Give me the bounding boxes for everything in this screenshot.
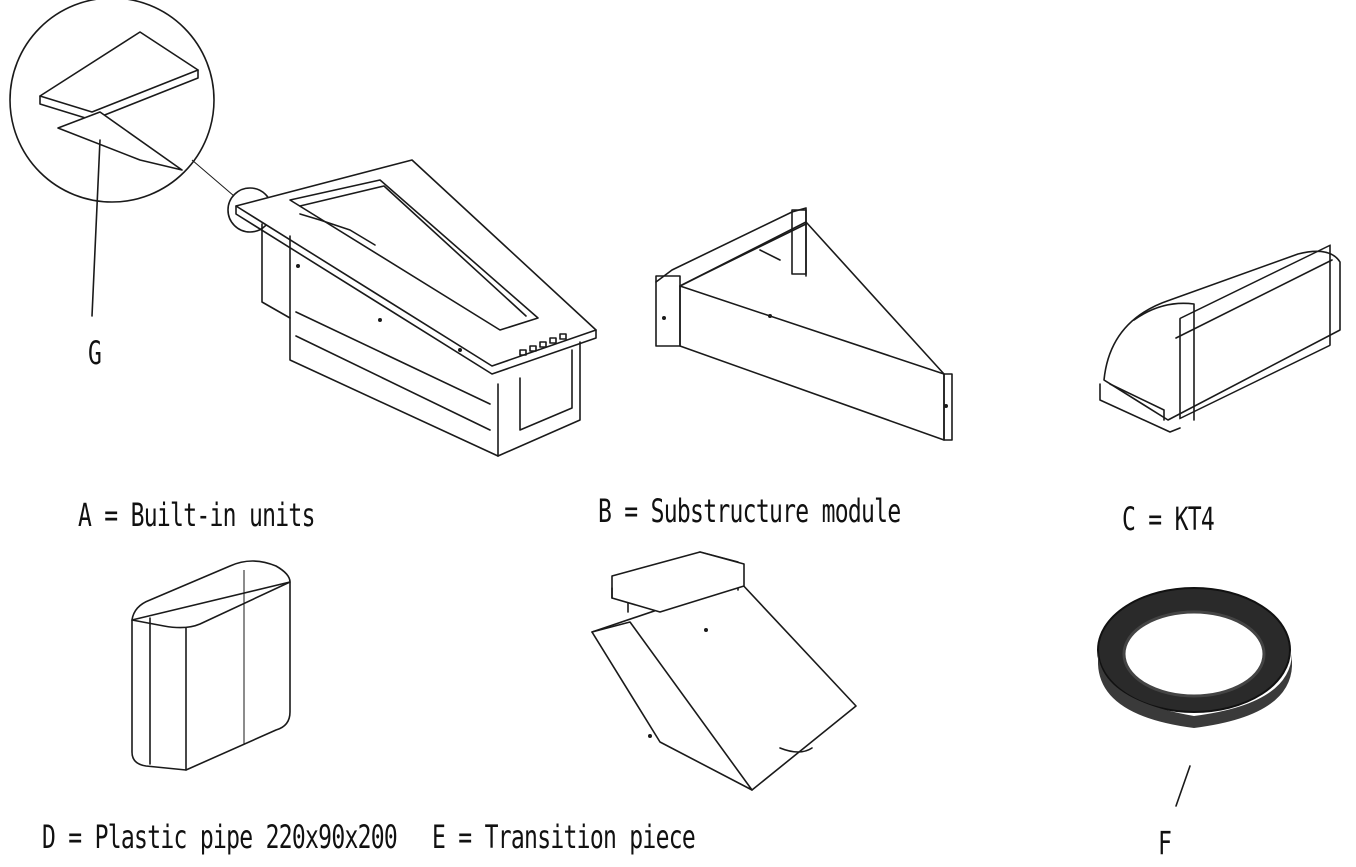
label-d-plastic-pipe: D = Plastic pipe 220x90x200 [42,818,398,856]
label-b-substructure-module: B = Substructure module [598,492,901,530]
gasket-pointer [91,139,101,317]
tape-inner [1122,610,1266,698]
unit-burner-slot [289,179,539,331]
detail-leader [191,159,235,197]
sealing-tape-roll [1097,587,1292,807]
label-g: G [88,334,102,372]
pipe-opening [131,560,291,629]
transition-piece [591,551,857,791]
control-button-1 [519,349,527,356]
duct-base [1099,383,1181,433]
plastic-pipe [131,560,291,771]
label-c-kt4: C = KT4 [1122,500,1215,538]
label-a-built-in-units: A = Built-in units [78,496,315,534]
pipe-body [131,581,291,771]
tape-pointer [1175,765,1191,807]
label-e-transition-piece: E = Transition piece [432,818,696,856]
substructure-module [655,207,953,441]
transition-side-face [591,621,753,791]
module-side-panel [679,221,945,441]
duct-body [1103,250,1341,421]
duct-outlet [1179,244,1331,420]
control-button-5 [559,333,567,340]
detail-gasket [57,111,183,171]
built-in-unit [235,159,597,457]
gasket-detail [9,0,273,317]
kt4-duct [1099,244,1341,433]
control-button-4 [549,337,557,344]
detail-circle [9,0,215,203]
label-f: F [1158,824,1172,862]
control-button-3 [539,341,547,348]
unit-body-side [497,341,581,457]
detail-top-plate [39,31,199,113]
control-button-2 [529,345,537,352]
